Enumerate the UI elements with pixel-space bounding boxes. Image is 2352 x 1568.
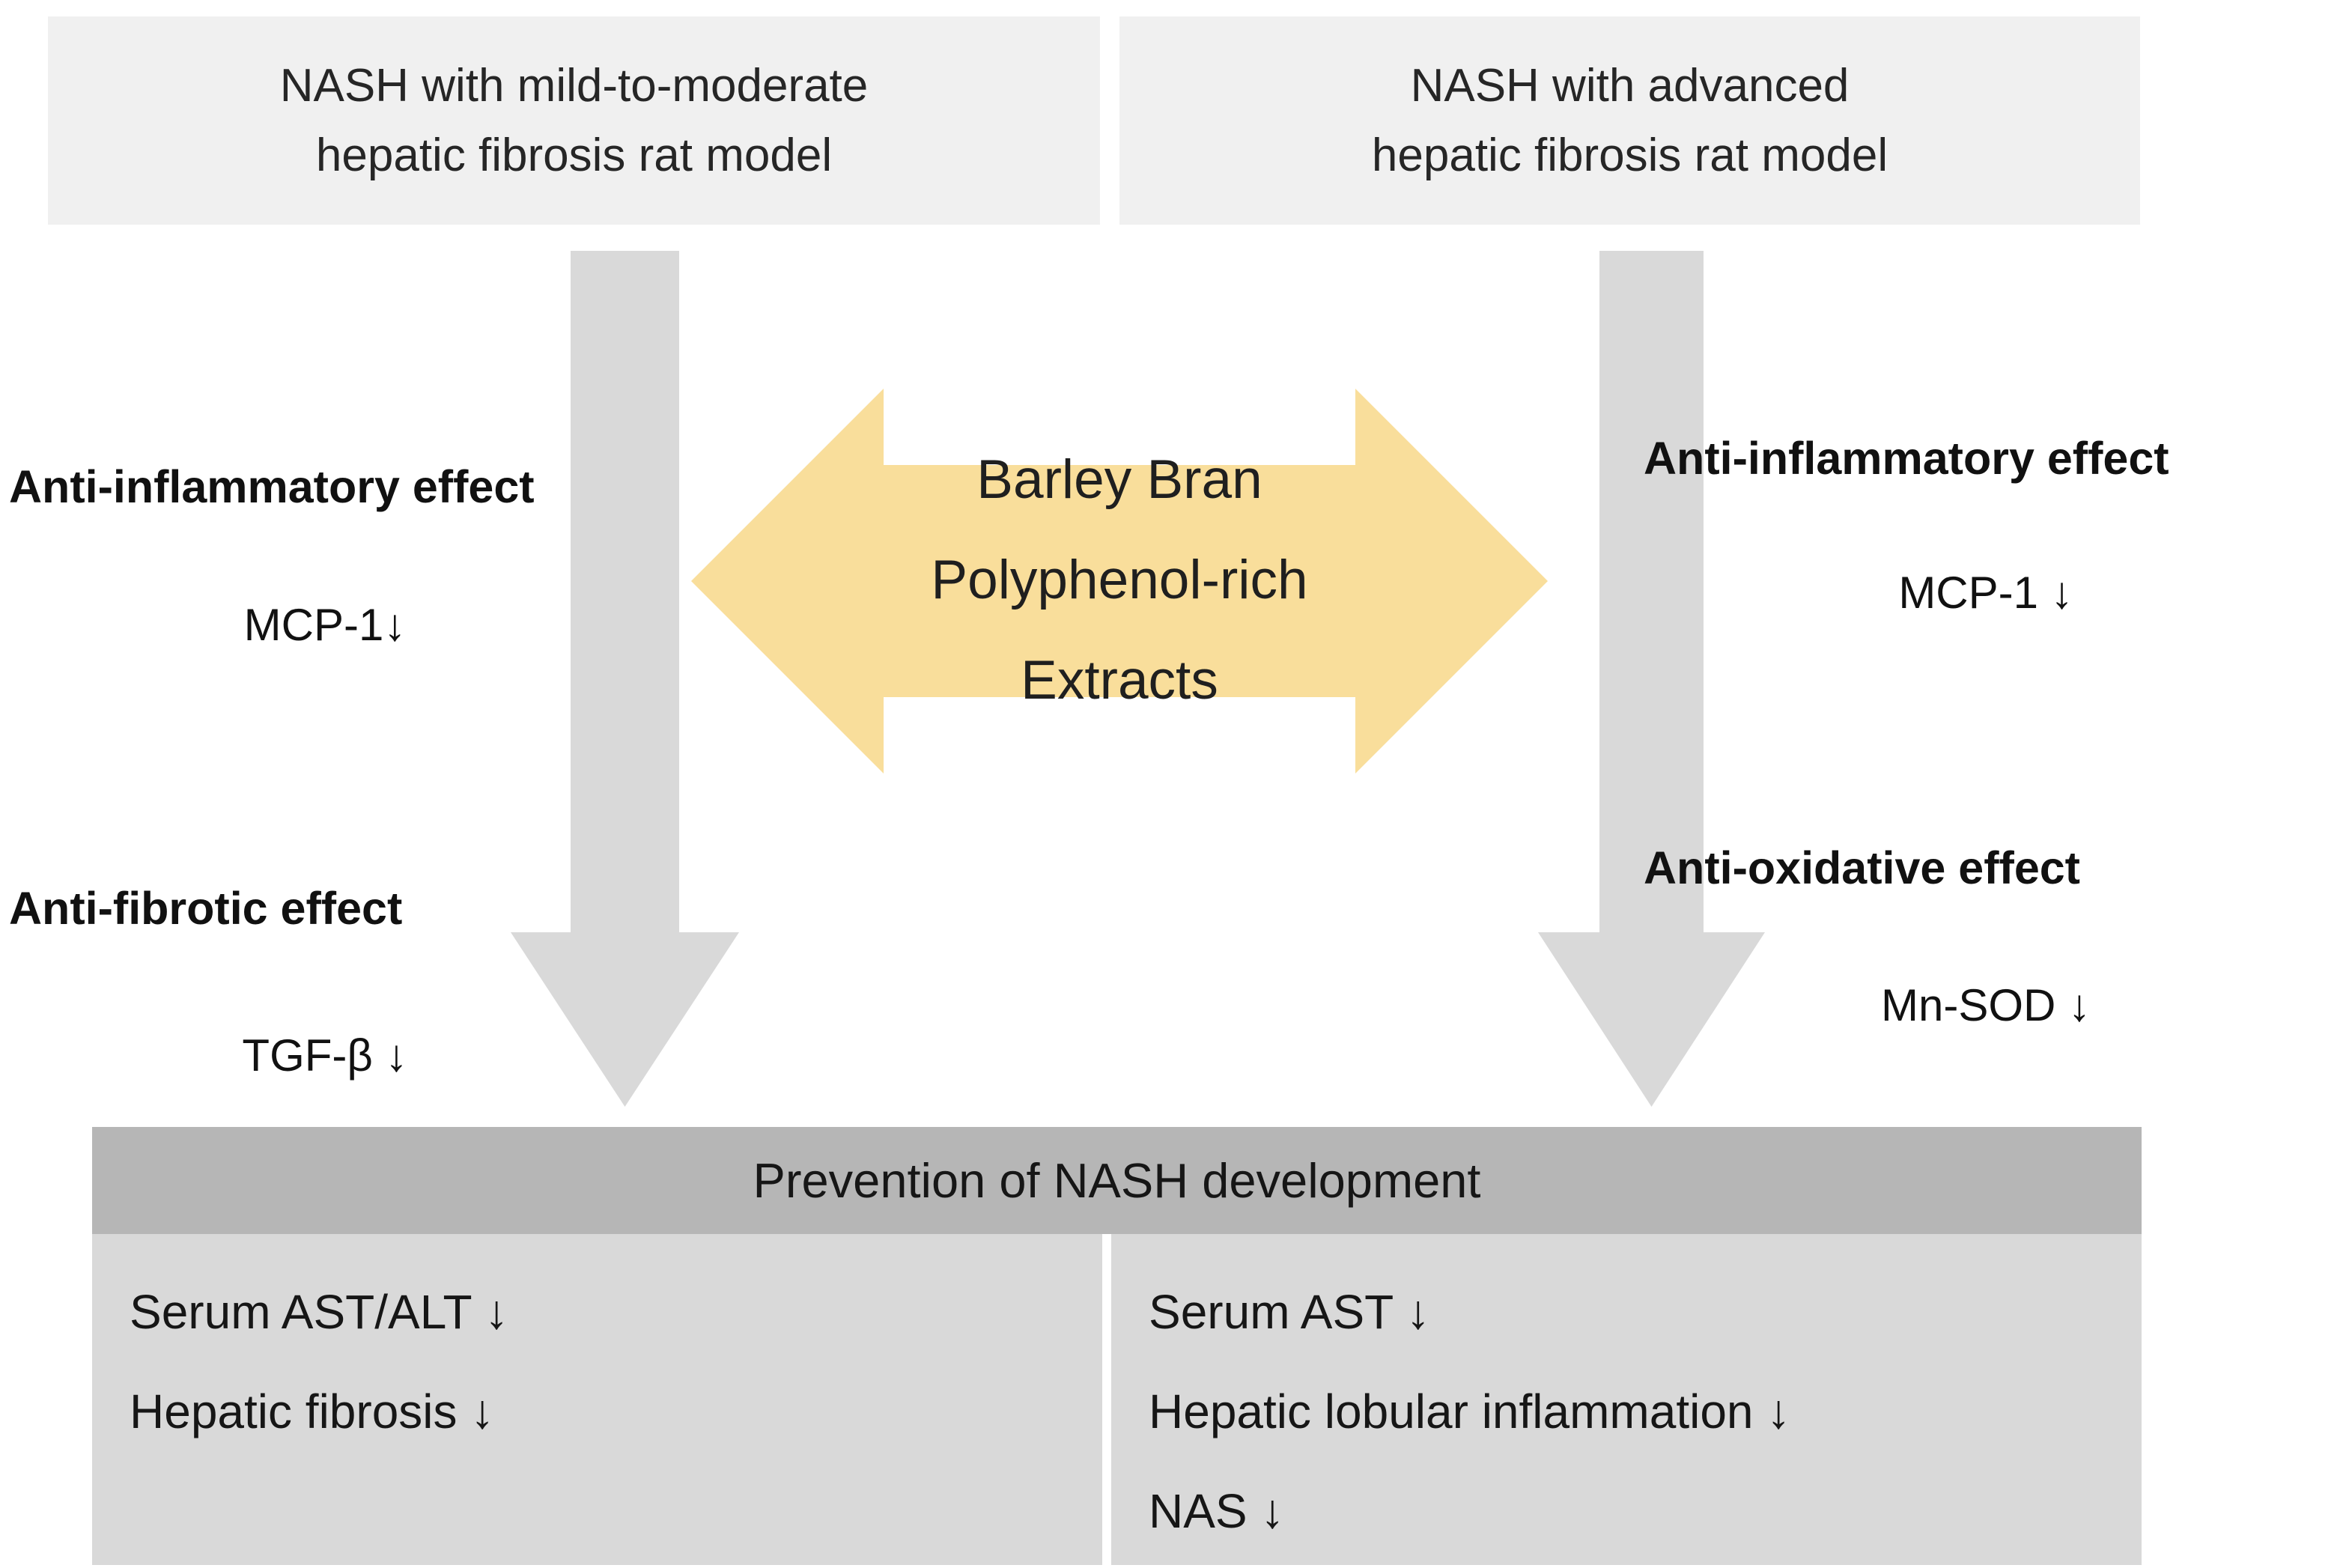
down-arrow-left — [511, 251, 739, 1107]
model-box-right-line1: NASH with advanced — [1410, 60, 1850, 112]
result-left-line1: Serum AST/ALT ↓ — [130, 1285, 509, 1339]
result-cell-mild-to-moderate: Serum AST/ALT ↓ Hepatic fibrosis ↓ — [92, 1234, 1102, 1565]
model-box-left-line1: NASH with mild-to-moderate — [279, 60, 869, 112]
left-anti-fibrotic-title: Anti-fibrotic effect — [9, 883, 403, 934]
model-box-left-line2: hepatic fibrosis rat model — [315, 130, 833, 181]
left-anti-inflammatory-title: Anti-inflammatory effect — [9, 461, 535, 512]
model-box-right-line2: hepatic fibrosis rat model — [1371, 130, 1888, 181]
left-mcp1-value: MCP-1↓ — [243, 600, 407, 650]
result-right-line2: Hepatic lobular inflammation ↓ — [1149, 1385, 1791, 1438]
right-mn-sod-value: Mn-SOD ↓ — [1880, 980, 2091, 1030]
result-right-line3: NAS ↓ — [1149, 1484, 1285, 1538]
model-box-mild-to-moderate: NASH with mild-to-moderate hepatic fibro… — [48, 16, 1100, 225]
extract-label-line3: Extracts — [1021, 650, 1218, 711]
prevention-header-label: Prevention of NASH development — [753, 1153, 1481, 1208]
right-anti-inflammatory-title: Anti-inflammatory effect — [1644, 433, 2169, 484]
result-right-line1: Serum AST ↓ — [1149, 1285, 1430, 1339]
down-arrow-right — [1538, 251, 1765, 1107]
extract-label-line1: Barley Bran — [976, 449, 1262, 510]
right-anti-oxidative-title: Anti-oxidative effect — [1644, 842, 2080, 893]
double-arrow — [691, 389, 1548, 774]
result-left-line2: Hepatic fibrosis ↓ — [130, 1385, 495, 1438]
extract-label-line2: Polyphenol-rich — [931, 550, 1308, 610]
model-box-advanced: NASH with advanced hepatic fibrosis rat … — [1119, 16, 2140, 225]
right-mcp1-value: MCP-1 ↓ — [1898, 568, 2073, 618]
left-tgf-beta-value: TGF-β ↓ — [242, 1030, 408, 1081]
prevention-header: Prevention of NASH development — [92, 1127, 2142, 1234]
barley-bran-extract-label: Barley Bran Polyphenol-rich Extracts — [884, 430, 1355, 731]
result-cell-advanced: Serum AST ↓ Hepatic lobular inflammation… — [1111, 1234, 2142, 1565]
